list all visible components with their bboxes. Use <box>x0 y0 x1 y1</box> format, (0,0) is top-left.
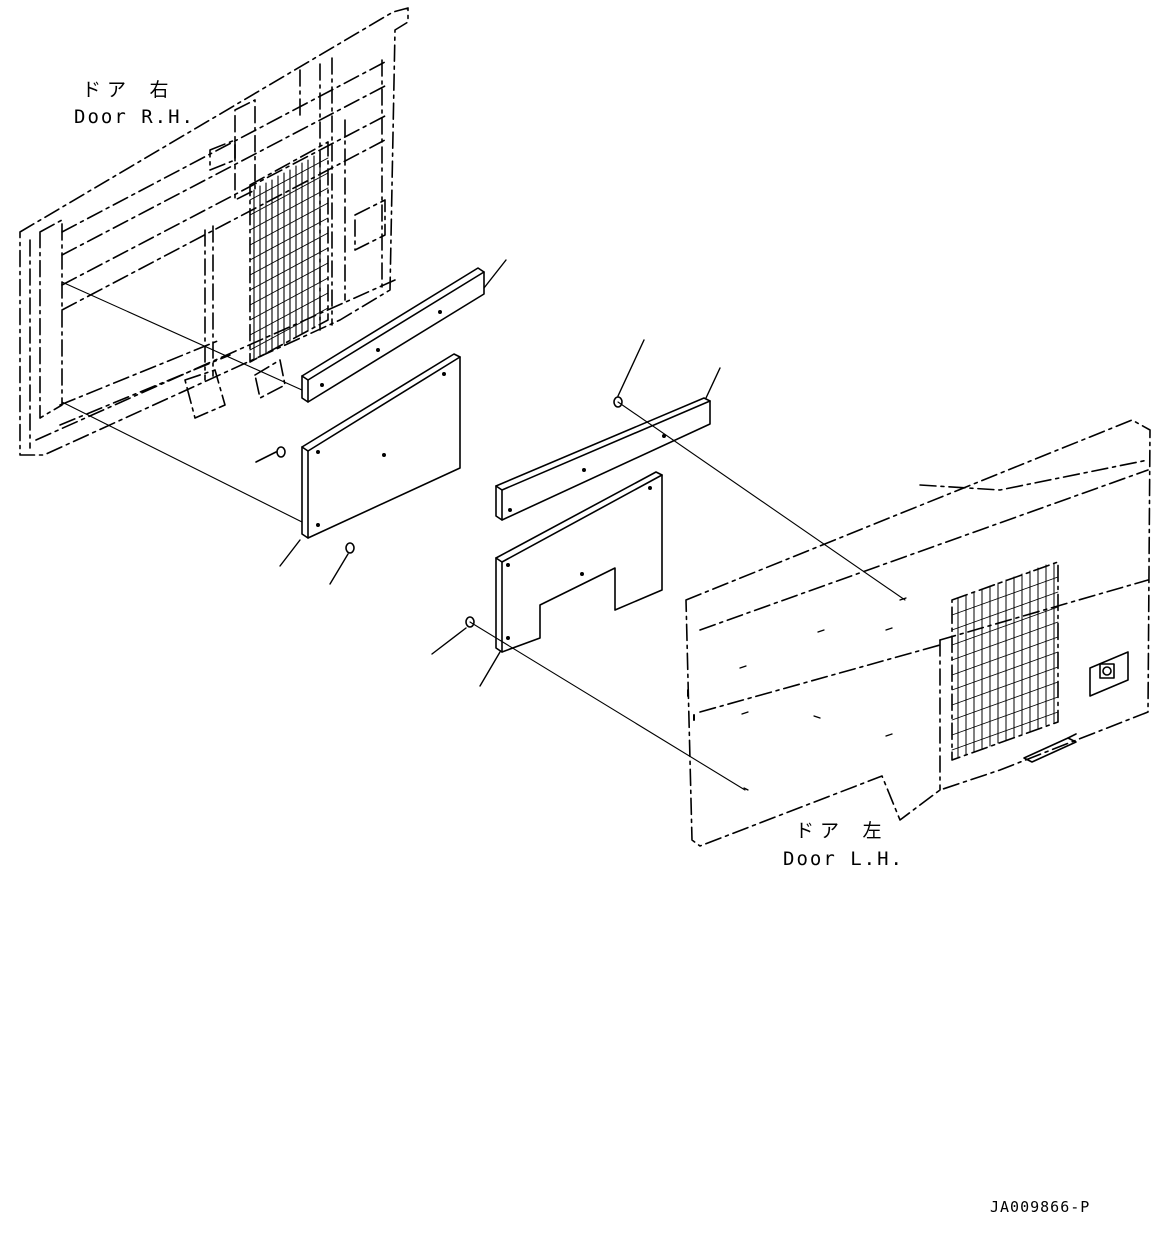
door-rh-label-en: Door R.H. <box>74 106 195 128</box>
door-rh-label-jp: ドア 右 <box>82 79 175 101</box>
clip-rh-upper <box>255 446 286 463</box>
clip-lh-upper <box>613 396 623 408</box>
leader-lines <box>279 259 721 687</box>
door-lh <box>685 419 1151 847</box>
seal-pad-rh-lower <box>301 353 461 539</box>
door-rh <box>19 7 409 456</box>
door-lh-label-jp: ドア 左 <box>795 820 888 842</box>
seal-strip-lh-upper <box>495 397 711 521</box>
seal-pad-lh-lower <box>495 471 663 653</box>
drawing-number: JA009866-P <box>990 1198 1091 1216</box>
clip-rh-lower <box>345 542 355 554</box>
seal-strip-rh-upper <box>301 267 485 403</box>
clip-lh-lower <box>465 616 475 628</box>
assembly-lines <box>61 281 906 791</box>
door-handle <box>1023 733 1077 763</box>
door-lock <box>1089 651 1129 697</box>
door-lh-label-en: Door L.H. <box>783 848 904 870</box>
